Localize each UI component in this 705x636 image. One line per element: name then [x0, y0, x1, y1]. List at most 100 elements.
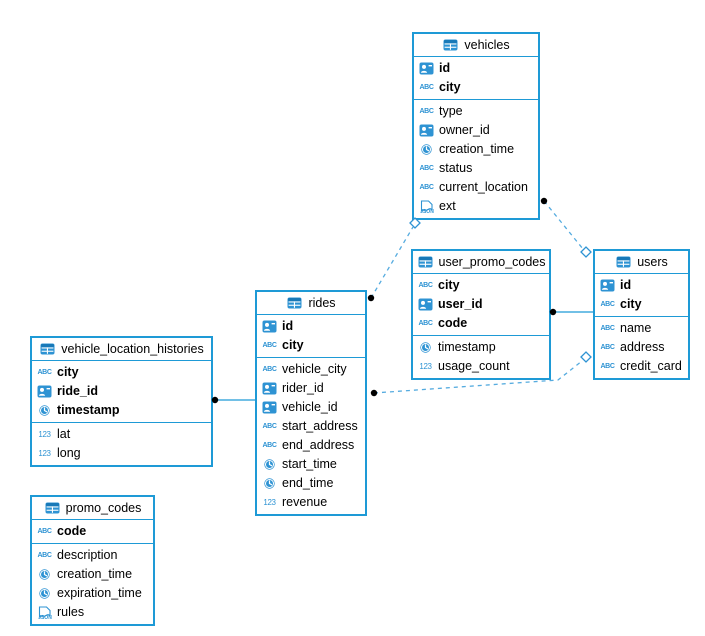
column-name: start_time: [282, 457, 337, 471]
column-row-end_time[interactable]: end_time: [257, 474, 365, 493]
column-name: id: [439, 61, 451, 75]
column-name: city: [438, 278, 460, 292]
relationship-vehicles-to-users[interactable]: [543, 200, 584, 250]
column-row-user_id[interactable]: user_id: [413, 295, 549, 314]
id-icon: [418, 62, 435, 76]
column-row-id[interactable]: id: [414, 59, 538, 78]
text-icon: ABC: [262, 423, 277, 430]
column-row-id[interactable]: id: [595, 276, 688, 295]
table-header-promo_codes[interactable]: promo_codes: [32, 497, 153, 520]
column-row-vehicle_id[interactable]: vehicle_id: [257, 398, 365, 417]
column-name: id: [282, 319, 294, 333]
id-icon: [417, 298, 434, 312]
relationship-rides-to-vehicles[interactable]: [370, 226, 414, 299]
text-icon: ABC: [419, 108, 434, 115]
column-name: credit_card: [620, 359, 682, 373]
text-icon: ABC: [600, 344, 615, 351]
column-row-creation_time[interactable]: creation_time: [32, 565, 153, 584]
table-header-rides[interactable]: rides: [257, 292, 365, 315]
column-row-end_address[interactable]: ABC end_address: [257, 436, 365, 455]
column-name: rules: [57, 605, 85, 619]
column-row-start_time[interactable]: start_time: [257, 455, 365, 474]
table-header-vehicle_location_histories[interactable]: vehicle_location_histories: [32, 338, 211, 361]
table-title: rides: [308, 296, 336, 310]
table-icon: [417, 255, 434, 269]
column-row-ride_id[interactable]: ride_id: [32, 382, 211, 401]
column-row-credit_card[interactable]: ABC credit_card: [595, 357, 688, 376]
time-icon: [261, 477, 278, 491]
id-icon: [261, 382, 278, 396]
text-icon: ABC: [600, 363, 615, 370]
table-icon: [39, 342, 56, 356]
json-icon: JSON: [418, 199, 435, 214]
column-name: long: [57, 446, 81, 460]
table-header-user_promo_codes[interactable]: user_promo_codes: [413, 251, 549, 274]
text-icon: ABC: [37, 369, 52, 376]
time-icon: [261, 458, 278, 472]
column-row-creation_time[interactable]: creation_time: [414, 140, 538, 159]
text-icon: ABC: [37, 528, 52, 535]
relationship-dot-end: [367, 294, 375, 302]
relationship-diamond-end: [580, 351, 592, 363]
time-icon: [36, 568, 53, 582]
text-icon: ABC: [419, 165, 434, 172]
column-row-owner_id[interactable]: owner_id: [414, 121, 538, 140]
column-row-timestamp[interactable]: timestamp: [32, 401, 211, 420]
column-name: current_location: [439, 180, 528, 194]
table-title: vehicles: [464, 38, 510, 52]
table-header-users[interactable]: users: [595, 251, 688, 274]
text-icon: ABC: [600, 301, 615, 308]
column-row-timestamp[interactable]: timestamp: [413, 338, 549, 357]
column-name: timestamp: [57, 403, 120, 417]
column-name: lat: [57, 427, 71, 441]
id-icon: [418, 124, 435, 138]
table-icon: [286, 296, 303, 310]
id-icon: [599, 279, 616, 293]
column-row-rider_id[interactable]: rider_id: [257, 379, 365, 398]
table-title: vehicle_location_histories: [61, 342, 204, 356]
table-icon: [442, 38, 459, 52]
text-icon: ABC: [262, 342, 277, 349]
column-name: city: [439, 80, 461, 94]
column-row-id[interactable]: id: [257, 317, 365, 336]
column-name: end_address: [282, 438, 355, 452]
table-header-vehicles[interactable]: vehicles: [414, 34, 538, 57]
column-row-expiration_time[interactable]: expiration_time: [32, 584, 153, 603]
column-name: owner_id: [439, 123, 490, 137]
text-icon: ABC: [262, 442, 277, 449]
number-icon: 123: [263, 498, 276, 507]
